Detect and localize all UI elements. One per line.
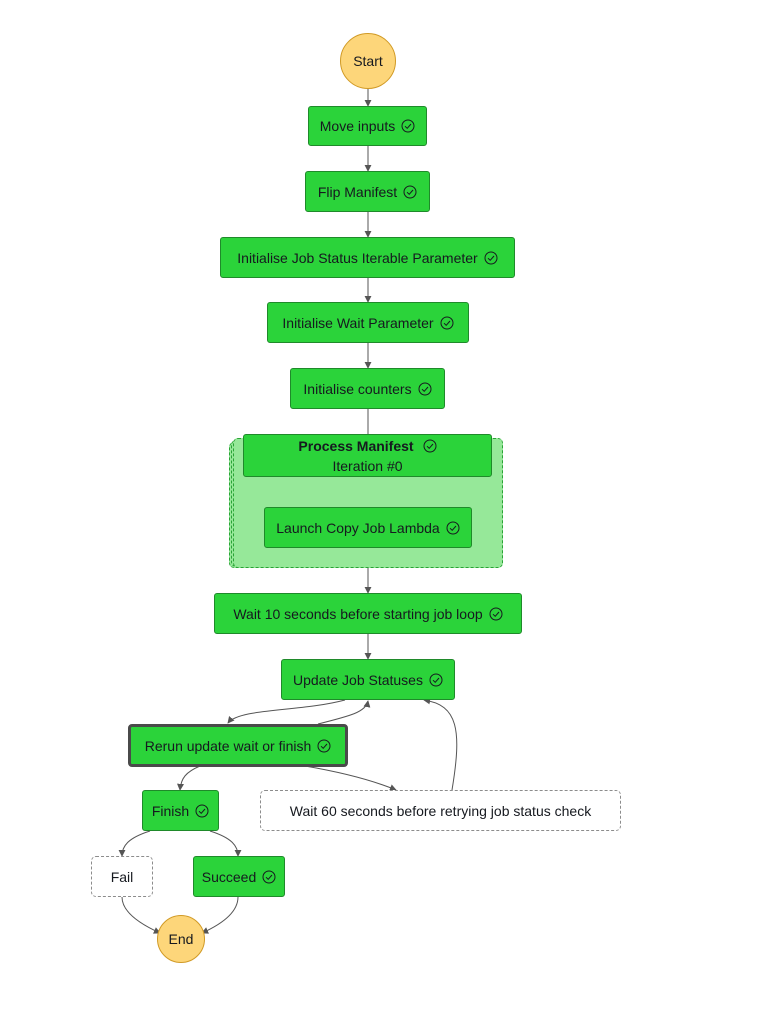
end-node[interactable]: End <box>157 915 205 963</box>
map-header-process-manifest[interactable]: Process Manifest Iteration #0 <box>243 434 492 477</box>
map-iteration: Iteration #0 <box>332 457 403 474</box>
state-move-inputs[interactable]: Move inputs <box>308 106 427 146</box>
check-circle-icon <box>317 739 331 752</box>
check-circle-icon <box>418 382 432 395</box>
state-init-job-status[interactable]: Initialise Job Status Iterable Parameter <box>220 237 515 278</box>
state-finish[interactable]: Finish <box>142 790 219 831</box>
check-circle-icon <box>401 119 415 133</box>
check-circle-icon <box>403 185 417 198</box>
check-circle-icon <box>440 316 454 329</box>
state-label: Finish <box>151 802 190 819</box>
start-label: Start <box>353 53 383 69</box>
edge-fail-end <box>121 896 161 934</box>
check-circle-icon <box>195 804 209 817</box>
state-flip-manifest[interactable]: Flip Manifest <box>305 171 430 212</box>
check-circle-icon <box>423 439 437 452</box>
state-label: Flip Manifest <box>317 183 398 200</box>
end-label: End <box>168 931 194 947</box>
state-init-counters[interactable]: Initialise counters <box>290 368 445 409</box>
state-label: Move inputs <box>319 118 396 134</box>
check-circle-icon <box>489 607 503 620</box>
state-label: Wait 10 seconds before starting job loop <box>233 605 483 622</box>
check-circle-icon <box>429 673 443 686</box>
state-wait-60[interactable]: Wait 60 seconds before retrying job stat… <box>260 790 621 831</box>
state-label: Initialise counters <box>303 380 412 397</box>
edge-finish-fail <box>118 830 151 857</box>
state-launch-copy-job[interactable]: Launch Copy Job Lambda <box>264 507 472 548</box>
state-label: Update Job Statuses <box>293 671 423 688</box>
state-label: Fail <box>110 868 134 885</box>
edge-wait60-update <box>423 697 458 791</box>
state-label: Succeed <box>201 868 257 885</box>
state-wait-10[interactable]: Wait 10 seconds before starting job loop <box>214 593 522 634</box>
state-init-wait[interactable]: Initialise Wait Parameter <box>267 302 469 343</box>
check-circle-icon <box>484 251 498 264</box>
edge-rerun-finish <box>177 765 201 791</box>
edge-update-rerun <box>227 699 346 724</box>
state-rerun-update-selected[interactable]: Rerun update wait or finish <box>128 724 348 767</box>
state-label: Initialise Wait Parameter <box>282 314 434 331</box>
check-circle-icon <box>446 521 460 534</box>
edge-rerun-update <box>317 700 371 725</box>
map-title: Process Manifest <box>298 437 414 454</box>
state-label: Launch Copy Job Lambda <box>276 519 440 536</box>
state-label: Initialise Job Status Iterable Parameter <box>237 249 478 266</box>
state-update-job-statuses[interactable]: Update Job Statuses <box>281 659 455 700</box>
state-label: Wait 60 seconds before retrying job stat… <box>289 802 592 819</box>
check-circle-icon <box>262 870 276 883</box>
edge-rerun-wait60 <box>304 765 397 791</box>
state-label: Rerun update wait or finish <box>144 737 312 754</box>
edge-succeed-end <box>201 896 239 934</box>
state-succeed[interactable]: Succeed <box>193 856 285 897</box>
start-node[interactable]: Start <box>340 33 396 89</box>
edge-finish-succeed <box>209 830 242 857</box>
state-fail[interactable]: Fail <box>91 856 153 897</box>
